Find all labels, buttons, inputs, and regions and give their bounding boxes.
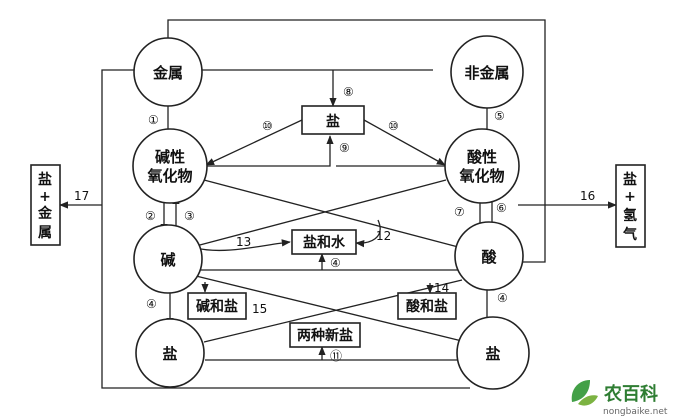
- reaction-number-12: 12: [376, 229, 391, 243]
- salt-top-label: 盐: [326, 113, 340, 130]
- watermark: 农百科 nongbaike.net: [571, 380, 668, 417]
- basic-oxide-label-line2: 氧化物: [146, 167, 192, 185]
- reaction-number-16: 16: [580, 189, 595, 203]
- salt-metal-line3: 金: [37, 205, 53, 222]
- connector-lines: [59, 19, 617, 389]
- node-salt-hydrogen: 盐 + 氢 气: [615, 164, 646, 248]
- reaction-number-4-right: ④: [497, 291, 508, 305]
- node-salt-metal: 盐 + 金 属: [30, 164, 61, 246]
- node-salt-right: 盐: [456, 316, 530, 390]
- reaction-number-13: 13: [236, 235, 251, 249]
- reaction-number-17: 17: [74, 189, 89, 203]
- metal-label: 金属: [152, 64, 183, 82]
- salt-metal-line4: 属: [38, 225, 52, 241]
- salt-metal-line2: +: [39, 189, 51, 205]
- reaction-number-11: ⑪: [330, 349, 342, 363]
- reaction-number-6: ⑥: [496, 201, 507, 215]
- reaction-number-10-left: ⑩: [262, 119, 273, 133]
- salt-hydrogen-line4: 气: [622, 226, 637, 243]
- node-acid: 酸: [454, 221, 524, 291]
- watermark-name: 农百科: [603, 383, 658, 405]
- base-and-salt-label: 碱和盐: [196, 298, 238, 315]
- acidic-oxide-label-line2: 氧化物: [458, 167, 504, 185]
- acid-and-salt-label: 酸和盐: [406, 298, 448, 315]
- reaction-number-3: ③: [184, 209, 195, 223]
- reaction-number-4-left: ④: [146, 297, 157, 311]
- salt-left-label: 盐: [162, 345, 177, 363]
- salt-hydrogen-line3: 氢: [623, 207, 637, 224]
- two-new-salts-label: 两种新盐: [297, 327, 353, 344]
- node-nonmetal: 非金属: [450, 35, 524, 109]
- node-metal: 金属: [133, 37, 203, 107]
- reaction-numbers: ① ⑤ ⑧ ⑩ ⑩ ⑨ ② ③ ⑦ ⑥ 13 12 ④ ④ ④ 15 14 ⑪ …: [74, 85, 595, 363]
- reaction-number-15: 15: [252, 302, 267, 316]
- node-salt-left: 盐: [135, 318, 205, 388]
- nonmetal-label: 非金属: [464, 64, 509, 82]
- node-two-new-salts: 两种新盐: [289, 322, 361, 348]
- reaction-number-1: ①: [148, 113, 159, 127]
- acidic-oxide-label-line1: 酸性: [467, 148, 497, 166]
- reaction-number-2: ②: [145, 209, 156, 223]
- node-acid-and-salt: 酸和盐: [397, 292, 457, 320]
- reaction-number-7: ⑦: [454, 205, 465, 219]
- salt-hydrogen-line2: +: [624, 189, 636, 205]
- reaction-number-5: ⑤: [494, 109, 505, 123]
- reaction-number-9: ⑨: [339, 141, 350, 155]
- salt-metal-line1: 盐: [38, 171, 52, 188]
- basic-oxide-label-line1: 碱性: [155, 148, 185, 166]
- reaction-number-14: 14: [434, 281, 449, 295]
- node-acidic-oxide: 酸性 氧化物: [444, 128, 520, 204]
- node-base: 碱: [133, 224, 203, 294]
- leaf-logo-icon: [571, 380, 598, 406]
- base-label: 碱: [160, 251, 175, 269]
- node-salt-water: 盐和水: [291, 229, 357, 255]
- node-basic-oxide: 碱性 氧化物: [132, 128, 208, 204]
- reaction-number-8: ⑧: [343, 85, 354, 99]
- salt-water-label: 盐和水: [303, 234, 346, 251]
- watermark-url: nongbaike.net: [603, 407, 668, 417]
- salt-hydrogen-line1: 盐: [623, 171, 637, 188]
- reaction-number-4-center: ④: [330, 256, 341, 270]
- node-base-and-salt: 碱和盐: [187, 292, 247, 320]
- node-salt-top: 盐: [301, 105, 365, 135]
- acid-label: 酸: [481, 248, 497, 266]
- reaction-number-10-right: ⑩: [388, 119, 399, 133]
- salt-right-label: 盐: [485, 345, 500, 363]
